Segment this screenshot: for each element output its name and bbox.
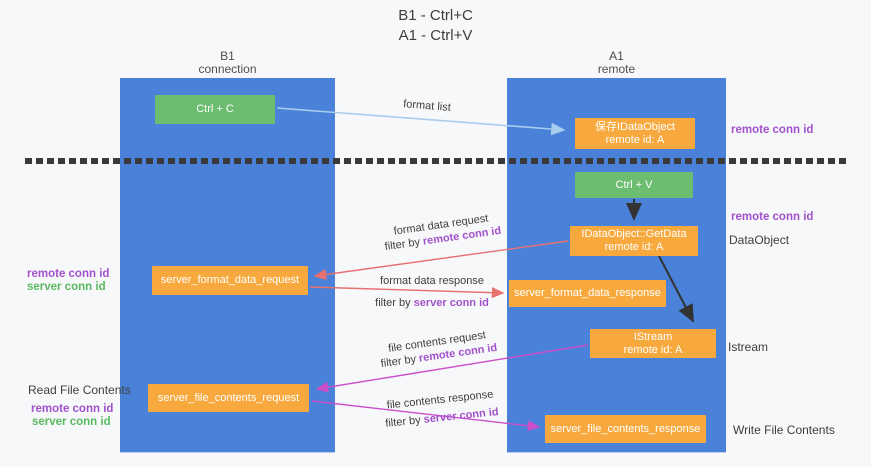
server-conn-id-key: server conn id [423, 406, 500, 426]
format-data-response-text: format data response [380, 275, 484, 287]
phase-separator-dashed-line [25, 158, 847, 164]
edge-label-format-data-response: format data response filter by server co… [372, 274, 492, 310]
edge-label-format-data-request: format data request filter by remote con… [377, 209, 508, 255]
node-server-file-contents-response: server_file_contents_response [545, 415, 706, 443]
node-server-file-contents-response-label: server_file_contents_response [550, 422, 701, 435]
format-data-response-filter: filter by server conn id [372, 296, 492, 310]
node-save-idataobject-line1: 保存IDataObject [594, 120, 676, 133]
left-annotation-read-file-contents: Read File Contents [28, 383, 131, 397]
title-line-1: B1 - Ctrl+C [398, 7, 473, 24]
node-istream: IStream remote id: A [590, 329, 716, 358]
edge-label-file-contents-request: file contents request filter by remote c… [374, 326, 503, 371]
title-line-2: A1 - Ctrl+V [398, 27, 473, 44]
format-list-text: format list [402, 98, 452, 114]
edge-label-format-list: format list [392, 96, 463, 115]
filter-by-text: filter by [375, 297, 414, 309]
left-annotation-remote-conn-id-file: remote conn id [31, 403, 114, 415]
node-server-file-contents-request: server_file_contents_request [148, 384, 309, 412]
left-annotation-remote-conn-id-format: remote conn id [27, 268, 110, 280]
node-ctrl-c-label: Ctrl + C [196, 103, 234, 115]
node-idataobject-getdata: IDataObject::GetData remote id: A [570, 226, 698, 256]
lane-b1-name: B1 [220, 49, 235, 63]
left-annotation-server-conn-id-file: server conn id [32, 416, 111, 428]
right-annotation-remote-conn-id-top: remote conn id [731, 124, 814, 136]
diagram-title: B1 - Ctrl+C A1 - Ctrl+V [0, 6, 871, 46]
lane-header-a1: A1 remote [507, 50, 726, 76]
right-annotation-write-file-contents: Write File Contents [733, 423, 835, 437]
node-ctrl-v-label: Ctrl + V [615, 178, 653, 191]
node-getdata-line2: remote id: A [604, 241, 664, 253]
filter-by-text: filter by [384, 413, 425, 430]
node-server-format-data-response: server_format_data_response [509, 280, 666, 307]
server-conn-id-key: server conn id [413, 297, 489, 309]
node-save-idataobject-line2: remote id: A [605, 133, 665, 146]
node-ctrl-c: Ctrl + C [155, 95, 275, 124]
filter-by-text: filter by [380, 352, 420, 371]
edge-label-file-contents-response: file contents response filter by server … [374, 386, 509, 432]
node-save-idataobject: 保存IDataObject remote id: A [575, 118, 695, 149]
node-server-format-data-request: server_format_data_request [152, 266, 308, 295]
lane-a1-name: A1 [609, 49, 624, 63]
right-annotation-dataobject: DataObject [729, 233, 790, 247]
lane-header-b1: B1 connection [120, 50, 335, 76]
node-istream-line2: remote id: A [623, 343, 683, 356]
right-annotation-remote-conn-id-mid: remote conn id [731, 211, 814, 223]
node-getdata-line1: IDataObject::GetData [581, 228, 687, 240]
left-annotation-server-conn-id-format: server conn id [27, 281, 106, 293]
node-ctrl-v: Ctrl + V [575, 172, 693, 198]
right-annotation-istream: Istream [728, 340, 769, 354]
node-istream-line1: IStream [633, 330, 673, 343]
node-server-file-contents-request-label: server_file_contents_request [157, 391, 300, 404]
lane-b1-subtitle: connection [198, 62, 257, 76]
node-server-format-data-request-label: server_format_data_request [160, 274, 300, 286]
node-server-format-data-response-label: server_format_data_response [514, 287, 661, 299]
lane-a1-subtitle: remote [597, 62, 636, 76]
filter-by-text: filter by [384, 235, 424, 254]
